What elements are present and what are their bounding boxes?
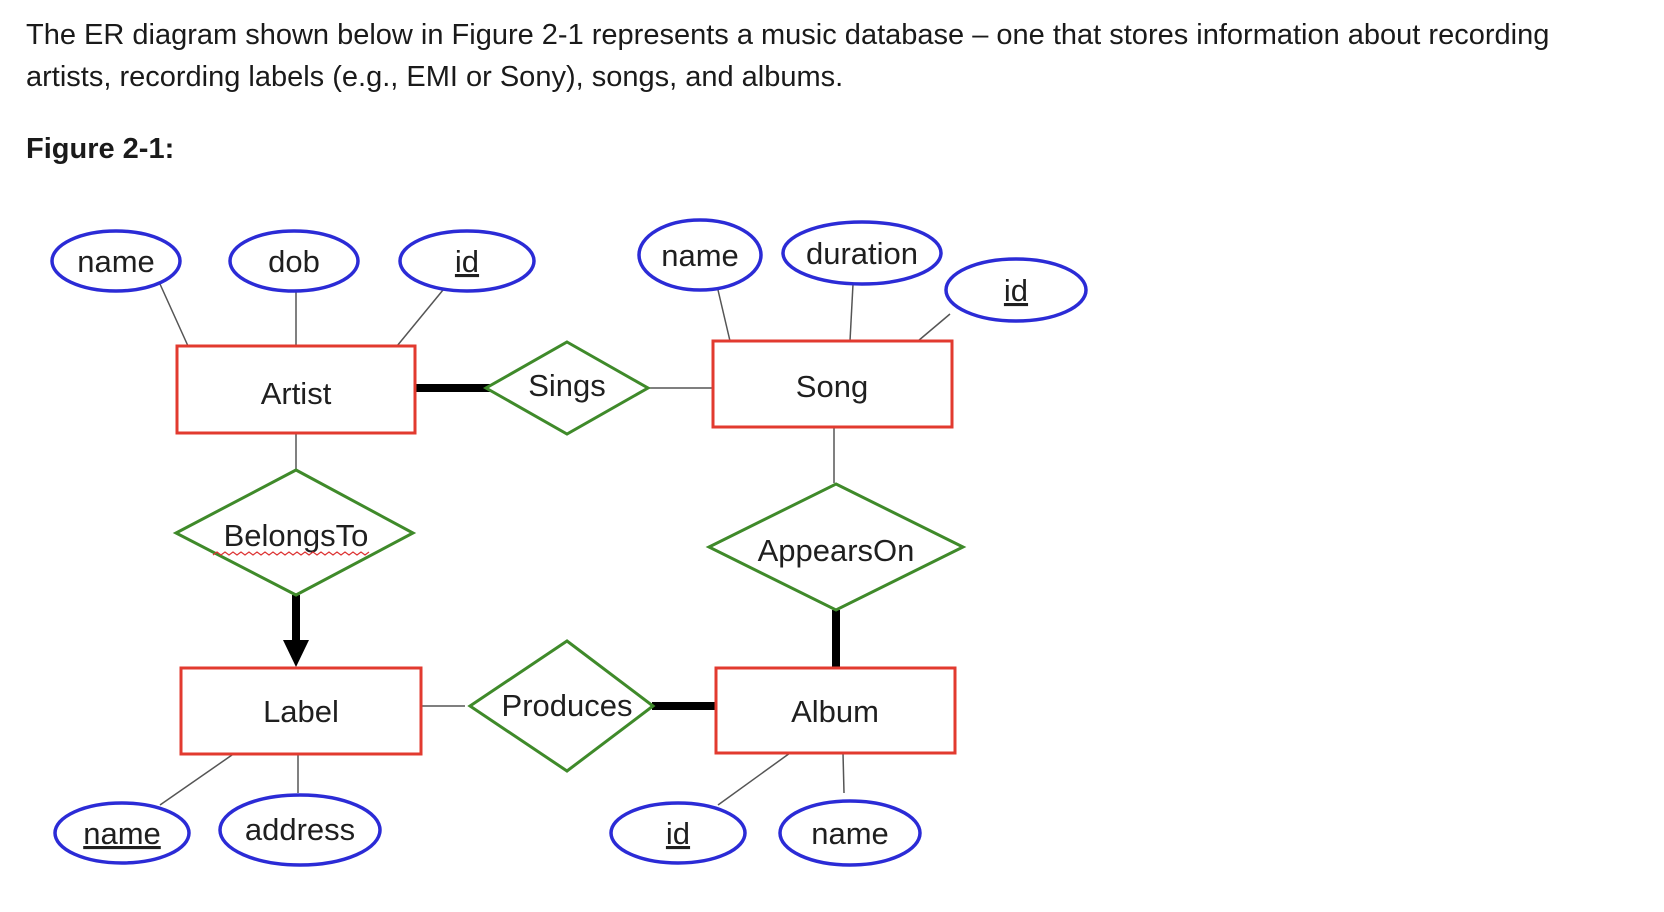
attribute-album-name-label: name [811, 816, 889, 851]
attribute-label-name-key: name [53, 801, 191, 865]
attribute-label-address: address [218, 793, 382, 867]
entity-song: Song [711, 339, 954, 429]
attribute-album-id-key: id [609, 801, 747, 865]
entity-album-label: Album [791, 694, 879, 729]
intro-text: The ER diagram shown below in Figure 2-1… [26, 19, 1550, 93]
attribute-artist-name-label: name [77, 244, 155, 279]
attribute-song-duration: duration [781, 220, 943, 286]
entity-label-label: Label [263, 694, 339, 729]
relationship-sings-label: Sings [528, 368, 606, 403]
entity-label: Label [179, 666, 423, 756]
relationship-produces: Produces [467, 639, 656, 773]
belongsto-label-arrowhead [283, 640, 309, 667]
attribute-album-name: name [778, 799, 922, 867]
attribute-artist-dob-label: dob [268, 244, 320, 279]
relationship-belongs-to: BelongsTo [172, 468, 417, 597]
attribute-album-id-label: id [666, 816, 690, 851]
entity-artist-label: Artist [261, 376, 332, 411]
entity-artist: Artist [175, 344, 417, 435]
spellcheck-underline [212, 551, 370, 556]
attribute-connectors [154, 272, 951, 806]
entity-album: Album [714, 666, 957, 755]
attribute-label-address-label: address [245, 812, 355, 847]
attribute-song-name-label: name [661, 238, 739, 273]
entity-song-label: Song [796, 369, 868, 404]
relationship-connectors [283, 384, 840, 710]
relationship-appears-on: AppearsOn [705, 482, 967, 612]
figure-label: Figure 2-1: [26, 133, 175, 165]
relationship-sings: Sings [482, 340, 652, 436]
attribute-artist-id-label: id [455, 244, 479, 279]
relationship-produces-label: Produces [502, 688, 633, 723]
attribute-song-name: name [637, 218, 763, 292]
attribute-song-id-key: id [944, 257, 1088, 323]
attribute-song-duration-label: duration [806, 236, 918, 271]
attribute-label-name-label: name [83, 816, 161, 851]
attribute-artist-id-key: id [398, 229, 536, 293]
relationship-appears-on-label: AppearsOn [758, 533, 915, 568]
attribute-song-id-label: id [1004, 273, 1028, 308]
relationship-belongs-to-label: BelongsTo [224, 518, 369, 553]
attribute-artist-name: name [50, 229, 182, 293]
attribute-artist-dob: dob [228, 229, 360, 293]
